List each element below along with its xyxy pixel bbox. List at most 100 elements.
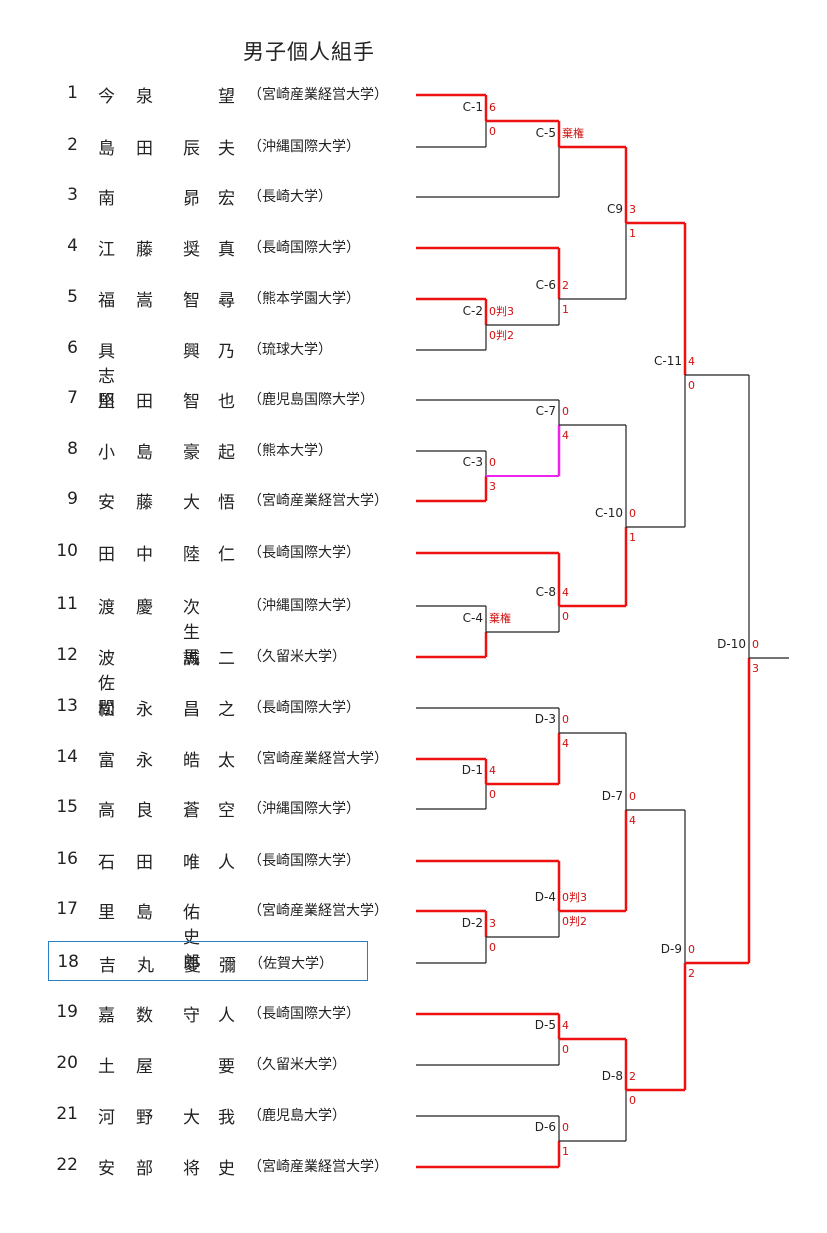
match-id-label: D-3 bbox=[535, 712, 556, 726]
player-name-part: 皓 bbox=[183, 751, 200, 771]
player-name-part: 悟 bbox=[218, 493, 235, 513]
match-id-label: C-5 bbox=[536, 126, 556, 140]
player-name-part: 部 bbox=[136, 1159, 153, 1179]
match-score-top: 0判3 bbox=[489, 305, 514, 318]
match-id-label: C-10 bbox=[595, 506, 623, 520]
match-score-top: 棄権 bbox=[562, 126, 584, 140]
match-id-label: D-4 bbox=[535, 890, 556, 904]
player-university: （宮崎産業経営大学） bbox=[248, 493, 388, 509]
match-score-top: 0判3 bbox=[562, 891, 587, 904]
match-id-label: C-1 bbox=[463, 100, 483, 114]
player-university: （長崎国際大学） bbox=[248, 545, 360, 561]
player-seed: 4 bbox=[67, 236, 78, 256]
player-seed: 10 bbox=[56, 541, 78, 561]
match-score-bottom: 0 bbox=[562, 610, 569, 623]
player-name-part: 中 bbox=[136, 545, 153, 565]
player-seed: 13 bbox=[56, 696, 78, 716]
player-name-part: 二 bbox=[218, 649, 235, 669]
player-name-part: 智 bbox=[183, 291, 200, 311]
match-score-top: 0 bbox=[489, 456, 496, 469]
player-name-part: 福 bbox=[98, 291, 115, 311]
player-seed: 19 bbox=[56, 1002, 78, 1022]
match-id-label: C-11 bbox=[654, 354, 682, 368]
player-university: （沖縄国際大学） bbox=[248, 598, 360, 614]
player-name-part: 田 bbox=[98, 545, 115, 565]
match-score-top: 0 bbox=[688, 943, 695, 956]
player-seed: 15 bbox=[56, 797, 78, 817]
player-seed: 8 bbox=[67, 439, 78, 459]
match-score-bottom: 1 bbox=[562, 1145, 569, 1158]
player-seed: 21 bbox=[56, 1104, 78, 1124]
player-name-part: 豪 bbox=[183, 443, 200, 463]
player-university: （鹿児島大学） bbox=[248, 1108, 346, 1124]
match-id-label: D-6 bbox=[535, 1120, 556, 1134]
player-name-part: 史 bbox=[218, 1159, 235, 1179]
match-score-bottom: 0 bbox=[489, 788, 496, 801]
player-name-part: 守 bbox=[183, 1006, 200, 1026]
player-seed: 12 bbox=[56, 645, 78, 665]
player-name-part: 吉 bbox=[99, 956, 116, 976]
player-university: （琉球大学） bbox=[248, 342, 332, 358]
player-name-part: 安 bbox=[98, 493, 115, 513]
player-name-part: 人 bbox=[218, 1006, 235, 1026]
player-name-part: 南 bbox=[98, 189, 115, 209]
match-score-top: 0 bbox=[562, 405, 569, 418]
match-score-top: 0 bbox=[752, 638, 759, 651]
player-name-part: 人 bbox=[218, 853, 235, 873]
player-seed: 1 bbox=[67, 83, 78, 103]
player-university: （久留米大学） bbox=[248, 1057, 346, 1073]
player-name-part: 昴 bbox=[183, 189, 200, 209]
player-university: （長崎大学） bbox=[248, 189, 332, 205]
match-score-top: 3 bbox=[489, 917, 496, 930]
player-name-part: 望 bbox=[218, 87, 235, 107]
player-seed: 5 bbox=[67, 287, 78, 307]
player-university: （沖縄国際大学） bbox=[248, 139, 360, 155]
player-university: （長崎国際大学） bbox=[248, 1006, 360, 1022]
match-score-top: 0 bbox=[629, 507, 636, 520]
match-score-top: 0 bbox=[562, 713, 569, 726]
player-name-part: 唯 bbox=[183, 853, 200, 873]
player-seed: 20 bbox=[56, 1053, 78, 1073]
player-seed: 22 bbox=[56, 1155, 78, 1175]
player-name-part: 小 bbox=[98, 443, 115, 463]
player-name-part: 田 bbox=[136, 853, 153, 873]
match-score-bottom: 4 bbox=[562, 429, 569, 442]
match-id-label: D-2 bbox=[462, 916, 483, 930]
player-name-part: 田 bbox=[136, 139, 153, 159]
player-name-part: 陸 bbox=[183, 545, 200, 565]
match-score-bottom: 4 bbox=[562, 737, 569, 750]
match-score-bottom: 3 bbox=[489, 480, 496, 493]
match-score-bottom: 0判2 bbox=[562, 915, 587, 928]
match-id-label: C-2 bbox=[463, 304, 483, 318]
player-name-part: 良 bbox=[136, 801, 153, 821]
match-score-top: 4 bbox=[562, 586, 569, 599]
player-name-part: 田 bbox=[136, 392, 153, 412]
player-seed: 18 bbox=[57, 952, 79, 972]
player-seed: 17 bbox=[56, 899, 78, 919]
player-university: （熊本学園大学） bbox=[248, 291, 360, 307]
player-name-part: 里 bbox=[98, 903, 115, 923]
player-seed: 14 bbox=[56, 747, 78, 767]
